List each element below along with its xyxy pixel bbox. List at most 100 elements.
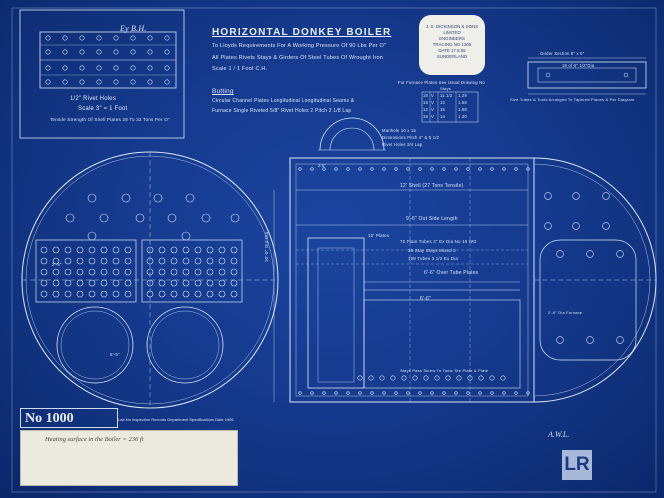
corner-scrawl: Ey B.H.: [120, 24, 147, 33]
tube-end: [194, 290, 202, 298]
stays-table-cell: 1.58: [458, 107, 467, 112]
tube-end: [76, 279, 84, 287]
seam-rivet: [502, 167, 506, 171]
stay-nut: [135, 213, 145, 223]
seam-rivet: [310, 167, 314, 171]
plate-rivet: [147, 35, 153, 41]
plate-rivet: [79, 49, 85, 55]
left-dim-note: 5'-5": [110, 352, 120, 357]
plate-rivet: [62, 65, 68, 71]
over-tube-dimension: 6'-6" Over Tube Plates: [424, 270, 479, 276]
seam-rivet: [418, 391, 422, 395]
drawing-title: HORIZONTAL DONKEY BOILER: [212, 27, 392, 38]
stays-table-cell: V: [431, 100, 434, 105]
tube-end: [230, 290, 238, 298]
tube-end: [88, 257, 96, 265]
stays-count-note: 36 Stay Stays Mixed 3: [408, 248, 456, 253]
stay-nut: [544, 192, 552, 200]
plate-rivet: [96, 79, 102, 85]
plate-rivet: [130, 79, 136, 85]
tube-end: [76, 246, 84, 254]
left-dim-note-2: 2'-5": [52, 262, 62, 267]
seam-rivet: [370, 167, 374, 171]
stamp-line-2: ENGINEERS: [439, 36, 465, 41]
tube-end: [64, 246, 72, 254]
tube-end: [230, 279, 238, 287]
stay-nut: [230, 213, 240, 223]
seam-rivet: [502, 391, 506, 395]
stay-nut: [181, 231, 191, 241]
butting-line-1: Circular Channel Plates Longitudinal Lon…: [212, 98, 355, 104]
stay-nut: [602, 222, 610, 230]
stays-table-cell: 18: [423, 100, 429, 105]
plate-rivets: [45, 35, 170, 85]
plates-dimension: 10' Plates: [368, 233, 390, 238]
seam-rivet: [478, 391, 482, 395]
tube-end: [158, 268, 166, 276]
stay-nut: [87, 231, 97, 241]
stay-nut: [167, 213, 177, 223]
seam-rivet: [466, 167, 470, 171]
company-stamp: J. S. DICKINSON & SONS LIMITED ENGINEERS…: [419, 15, 485, 75]
tube-rivet: [478, 375, 484, 381]
tube-end: [40, 268, 48, 276]
out-tube-dimension: 9'-6" Out Side Length: [406, 216, 458, 222]
tube-rivet: [500, 375, 506, 381]
tube-end: [64, 279, 72, 287]
plate-rivet: [164, 35, 170, 41]
seam-rivet: [406, 391, 410, 395]
tube-end: [112, 246, 120, 254]
plate-detail: [19, 9, 185, 139]
stays-table-cell: 14: [440, 114, 446, 119]
furnace-dimension: 6'-6": [420, 296, 431, 302]
tube-end: [64, 290, 72, 298]
plate-number: No 1000: [20, 408, 118, 428]
tube-rivet: [401, 375, 407, 381]
tube-end: [206, 246, 214, 254]
seam-rivet: [442, 167, 446, 171]
stays-table-cell: 1.30: [458, 114, 467, 119]
seam-rivet: [514, 167, 518, 171]
tube-end: [218, 257, 226, 265]
scale-note: Scale 3" = 1 Foot: [78, 106, 128, 112]
lr-logo: LR: [562, 450, 592, 480]
stay-nut: [201, 213, 211, 223]
stays-table-cell: 15: [440, 107, 446, 112]
tube-end: [170, 257, 178, 265]
tube-end: [146, 257, 154, 265]
seam-rivet: [370, 391, 374, 395]
stay-nut: [87, 193, 97, 203]
stay-nut: [586, 250, 594, 258]
plate-rivet: [62, 35, 68, 41]
tube-rivet: [357, 375, 363, 381]
seam-rivet: [418, 167, 422, 171]
tube-end: [52, 246, 60, 254]
tube-end: [170, 290, 178, 298]
tube-rivet: [368, 375, 374, 381]
subtitle-line-1: To Lloyds Requirements For A Working Pre…: [212, 43, 387, 49]
tube-end: [112, 290, 120, 298]
stamp-line-5: SUNDERLAND: [436, 54, 468, 59]
height-dimension: 10'-0" Out Dia: [264, 231, 269, 262]
seam-rivet: [346, 391, 350, 395]
stays-table-header: Stays: [440, 86, 452, 91]
seam-rivet: [334, 391, 338, 395]
seam-rivet: [442, 391, 446, 395]
tube-end: [218, 290, 226, 298]
tube-end: [100, 246, 108, 254]
tube-end: [100, 279, 108, 287]
stay-nut: [556, 250, 564, 258]
manhole-note-3: Rivet Holes 3/4 Lap: [382, 142, 423, 147]
left-end-stays: [40, 193, 240, 298]
stay-nut: [616, 336, 624, 344]
tube-end: [124, 257, 132, 265]
tube-end: [146, 290, 154, 298]
seam-rivet: [298, 167, 302, 171]
tube-end: [40, 290, 48, 298]
tube-end: [158, 257, 166, 265]
stamp-line-1: J. S. DICKINSON & SONS LIMITED: [425, 24, 479, 35]
tube-end: [182, 268, 190, 276]
subtitle-line-2: All Plates Rivets Stays & Girders Of Ste…: [212, 55, 384, 61]
stay-nut: [65, 213, 75, 223]
